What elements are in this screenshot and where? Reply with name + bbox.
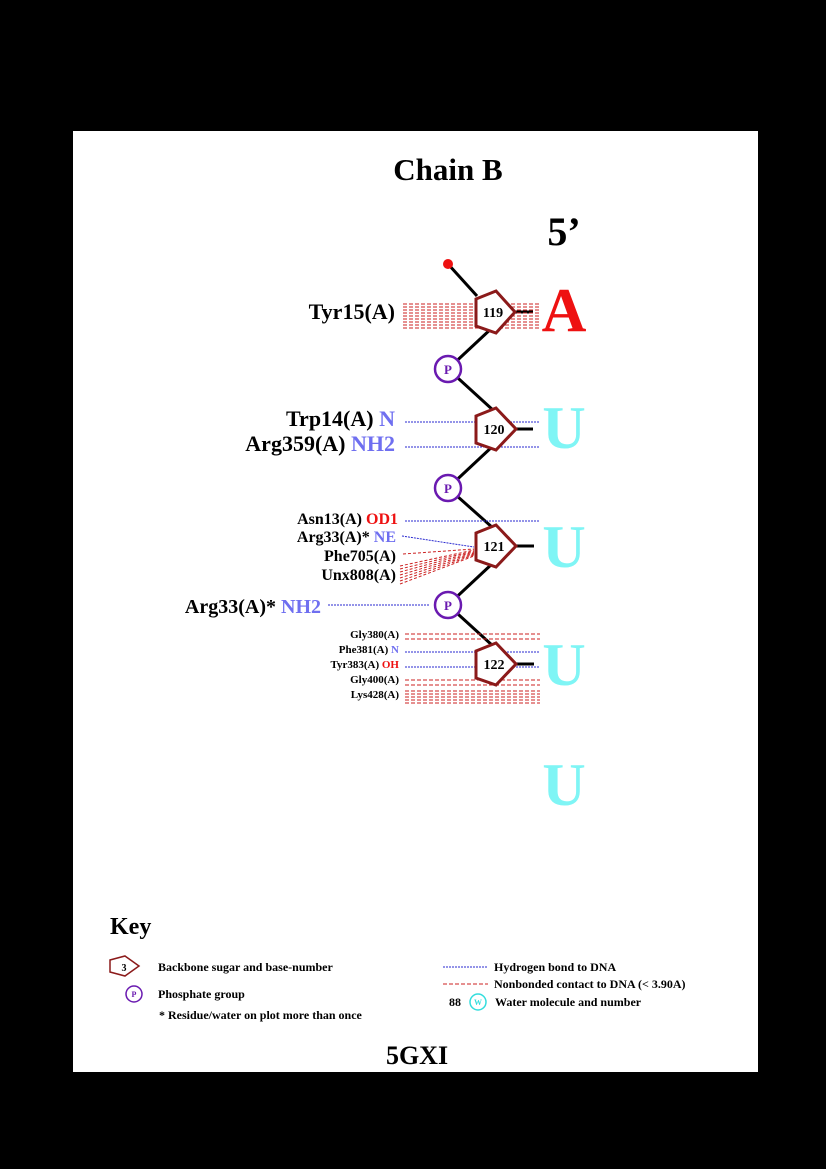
- nonbonded-line: [399, 555, 475, 585]
- nonbonded-key-label: Nonbonded contact to DNA (< 3.90A): [494, 977, 686, 991]
- water-key-icon: [469, 993, 487, 1011]
- phosphate-3: P: [433, 590, 463, 620]
- hbond-key-label: Hydrogen bond to DNA: [494, 960, 616, 974]
- svg-text:P: P: [132, 990, 137, 999]
- residue-label: Gly400(A): [350, 674, 399, 686]
- residue-label: Tyr383(A) OH: [330, 659, 399, 671]
- hbond-line: [401, 535, 475, 548]
- chain-title: Chain B: [393, 152, 502, 187]
- residue-label: Phe705(A): [324, 548, 396, 565]
- sugar-number: 122: [484, 658, 505, 673]
- residue-label: Asn13(A) OD1: [297, 511, 398, 528]
- base-letter: A: [542, 277, 587, 345]
- residue-label: Unx808(A): [321, 567, 396, 584]
- sugar-number: 121: [484, 540, 505, 555]
- nonbonded-line: [399, 552, 475, 576]
- svg-text:W: W: [474, 998, 482, 1007]
- diagram-panel: Chain B 5’: [73, 131, 758, 1072]
- water-key-label: Water molecule and number: [495, 995, 642, 1009]
- base-letter: U: [542, 752, 585, 818]
- nonbonded-line: [399, 550, 475, 570]
- sugar-number: 119: [483, 306, 503, 321]
- nonbonded-line: [399, 554, 475, 582]
- sugar-120: 120: [474, 406, 519, 452]
- sugar-key-icon: [109, 955, 141, 977]
- water-key-number: 88: [449, 995, 461, 1009]
- phosphate-key-icon: [125, 985, 143, 1003]
- pdb-id: 5GXI: [386, 1041, 448, 1070]
- sugar-121: 121: [474, 523, 519, 569]
- svg-text:P: P: [444, 362, 452, 377]
- residue-label: Lys428(A): [351, 689, 400, 701]
- nonbonded-line: [399, 553, 475, 579]
- base-letter: U: [542, 395, 585, 461]
- sugar-number: 120: [484, 423, 505, 438]
- nonbonded-line: [399, 549, 475, 567]
- nucleotide-contact-diagram: Chain B 5’: [109, 152, 686, 1070]
- sugar-key-label: Backbone sugar and base-number: [158, 960, 333, 974]
- five-prime-label: 5’: [547, 209, 580, 254]
- five-prime-terminal-atom: [443, 259, 453, 269]
- svg-text:P: P: [444, 481, 452, 496]
- key-title: Key: [110, 914, 151, 940]
- tyr15-nonbonded-lines: [403, 303, 540, 329]
- sugar-119: 119: [474, 289, 518, 335]
- phosphate-key-label: Phosphate group: [158, 987, 245, 1001]
- backbone-start-line: [446, 262, 479, 298]
- key-legend: Key 3 Backbone sugar and base-number P P…: [109, 914, 686, 1022]
- residue-label: Gly380(A): [350, 629, 399, 641]
- residue-label: Arg359(A) NH2: [245, 431, 395, 456]
- sugar-122: 122: [474, 641, 519, 687]
- residue-label: Arg33(A)* NH2: [185, 596, 321, 618]
- contact-lines: [328, 303, 540, 704]
- residue-label: Trp14(A) N: [286, 406, 395, 431]
- residue-label: Phe381(A) N: [339, 644, 399, 656]
- phosphate-1: P: [433, 354, 463, 384]
- residue-label: Arg33(A)* NE: [297, 529, 396, 546]
- unx808-nonbonded-lines: [399, 548, 475, 585]
- base-letter: U: [542, 514, 585, 580]
- sugar-key-number: 3: [122, 963, 127, 974]
- nonbonded-line: [399, 551, 475, 573]
- residue-label: Tyr15(A): [309, 299, 395, 324]
- repeat-note: * Residue/water on plot more than once: [159, 1008, 363, 1022]
- phosphate-2: P: [433, 473, 463, 503]
- nonbonded-line: [402, 548, 475, 555]
- base-letter: U: [542, 632, 585, 698]
- svg-text:P: P: [444, 598, 452, 613]
